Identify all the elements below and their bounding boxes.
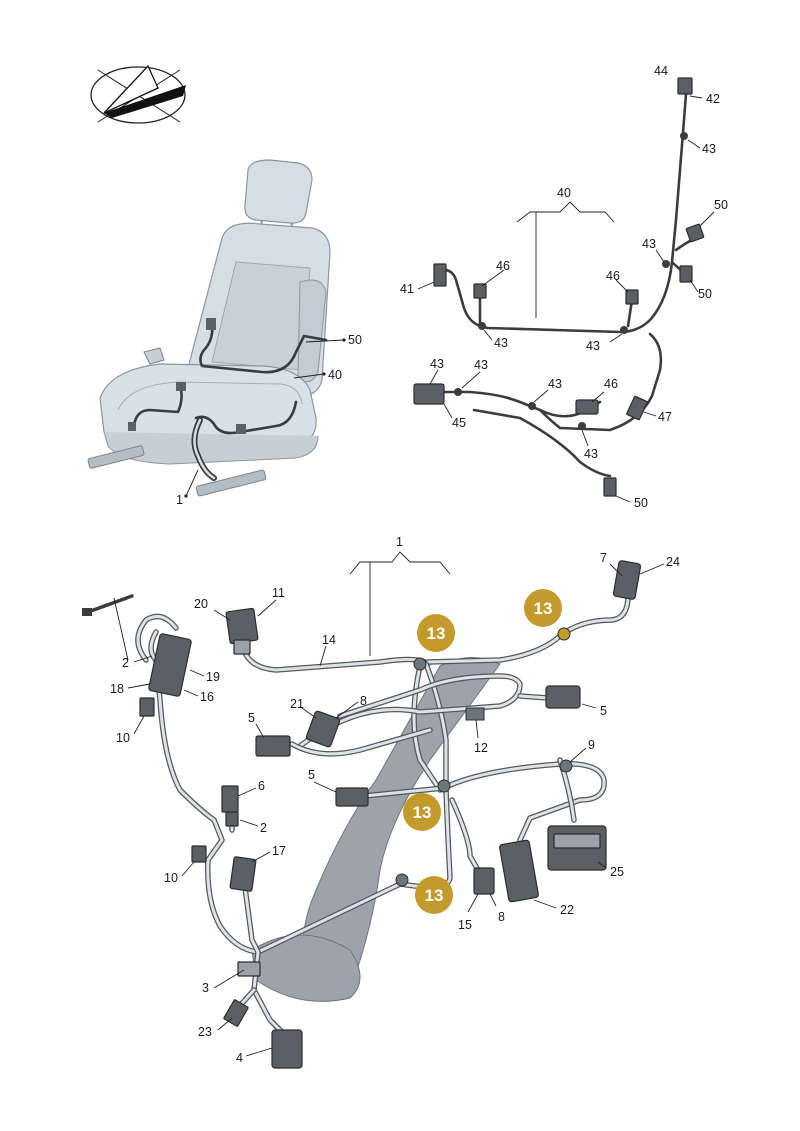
seat-back-harness-callouts: 44 42 43 50 43 50 46 41 46 43 43 43 43 4… (400, 64, 728, 510)
callout-5: 5 (248, 711, 255, 725)
callout-50: 50 (698, 287, 712, 301)
callout-46: 46 (606, 269, 620, 283)
callout-7: 7 (600, 551, 607, 565)
callout-45: 45 (452, 416, 466, 430)
callout-24: 24 (666, 555, 680, 569)
callout-50: 50 (634, 496, 648, 510)
seat-back-harness: 40 (413, 77, 705, 497)
group-label-1: 1 (396, 535, 403, 549)
callout-43: 43 (494, 336, 508, 350)
callout-2: 2 (260, 821, 267, 835)
callout-46: 46 (604, 377, 618, 391)
callout-44: 44 (654, 64, 668, 78)
callout-19: 19 (206, 670, 220, 684)
callout-43: 43 (584, 447, 598, 461)
callout-16: 16 (200, 690, 214, 704)
wiring-harness-icon (135, 560, 642, 1069)
callout-43: 43 (586, 339, 600, 353)
callout-8: 8 (360, 694, 367, 708)
callout-15: 15 (458, 918, 472, 932)
callout-25: 25 (610, 865, 624, 879)
callout-47: 47 (658, 410, 672, 424)
callout-23: 23 (198, 1025, 212, 1039)
callout-12: 12 (474, 741, 488, 755)
callout-42: 42 (706, 92, 720, 106)
highlight-markers: 13 13 13 13 (403, 589, 562, 914)
callout-6: 6 (258, 779, 265, 793)
callout-11: 11 (272, 586, 285, 600)
callout-4: 4 (236, 1051, 243, 1065)
callout-18: 18 (110, 682, 124, 696)
callout-50: 50 (348, 333, 362, 347)
callout-1: 1 (176, 493, 183, 507)
main-harness-callouts: 7 24 20 11 14 2 19 18 16 10 21 8 5 5 12 … (110, 551, 680, 1065)
callout-43: 43 (702, 142, 716, 156)
callout-2: 2 (122, 656, 129, 670)
callout-5: 5 (308, 768, 315, 782)
callout-9: 9 (588, 738, 595, 752)
callout-8: 8 (498, 910, 505, 924)
callout-10: 10 (116, 731, 130, 745)
callout-41: 41 (400, 282, 414, 296)
callout-3: 3 (202, 981, 209, 995)
callout-14: 14 (322, 633, 336, 647)
group-label-40: 40 (557, 186, 571, 200)
callout-40: 40 (328, 368, 342, 382)
highlight-13: 13 (425, 886, 444, 905)
highlight-13: 13 (413, 803, 432, 822)
callout-43: 43 (474, 358, 488, 372)
group-bracket-1: 1 (349, 535, 451, 656)
callout-20: 20 (194, 597, 208, 611)
callout-22: 22 (560, 903, 574, 917)
callout-43: 43 (548, 377, 562, 391)
callout-43: 43 (430, 357, 444, 371)
orientation-arrow-icon (90, 64, 186, 124)
highlight-13: 13 (427, 624, 446, 643)
highlight-13: 13 (534, 599, 553, 618)
callout-5: 5 (600, 704, 607, 718)
cable-tie-icon (82, 594, 134, 616)
callout-17: 17 (272, 844, 286, 858)
callout-43: 43 (642, 237, 656, 251)
seat-icon (87, 159, 331, 497)
callout-50: 50 (714, 198, 728, 212)
callout-21: 21 (290, 697, 304, 711)
callout-10: 10 (164, 871, 178, 885)
seat-callouts: 50 40 1 (176, 333, 362, 507)
callout-46: 46 (496, 259, 510, 273)
